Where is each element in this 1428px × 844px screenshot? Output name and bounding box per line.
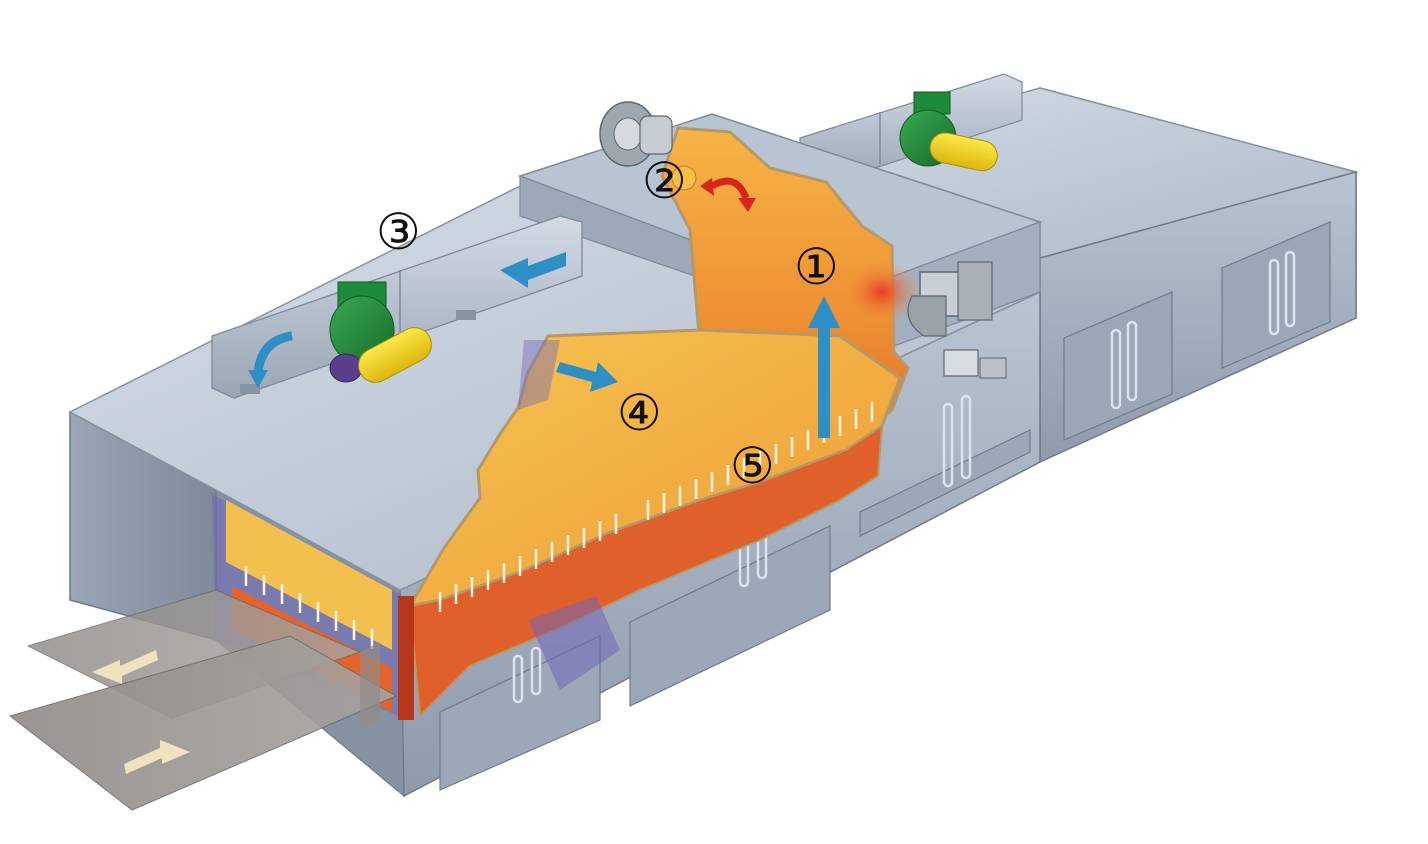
callout-5: ⑤	[730, 437, 775, 495]
rear-blower-icon	[899, 91, 998, 172]
air-nozzles	[244, 402, 874, 649]
callout-1: ①	[794, 238, 839, 296]
conveyor-belt-icon	[8, 589, 398, 811]
callout-2: ②	[642, 152, 687, 210]
burner-icon	[907, 261, 1007, 379]
callout-3: ③	[376, 203, 421, 261]
front-blower-icon	[329, 281, 432, 383]
airflow-arrows	[92, 177, 840, 774]
exhaust-duct	[211, 215, 583, 399]
rear-module	[717, 73, 1359, 464]
circulation-fan-icon	[599, 101, 697, 191]
callout-4: ④	[617, 384, 662, 442]
